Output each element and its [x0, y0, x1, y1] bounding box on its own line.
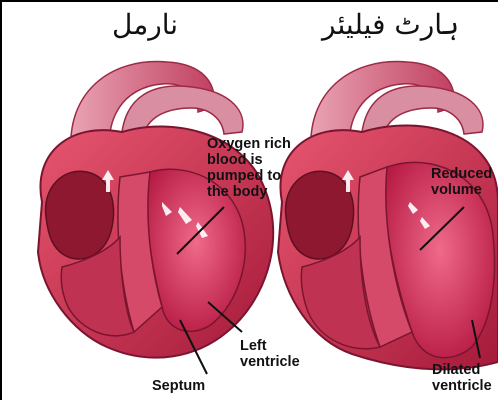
reduced-volume-label: Reduced volume: [431, 166, 492, 198]
oxygen-label: Oxygen rich blood is pumped to the body: [207, 136, 291, 200]
septum-label: Septum: [152, 378, 205, 394]
dilated-ventricle-label: Dilated ventricle: [432, 362, 492, 394]
failure-heart: [278, 62, 498, 370]
right-atrium: [46, 171, 114, 259]
failure-right-atrium: [286, 171, 354, 259]
normal-heart: [38, 62, 273, 374]
left-ventricle-label: Left ventricle: [240, 338, 300, 370]
